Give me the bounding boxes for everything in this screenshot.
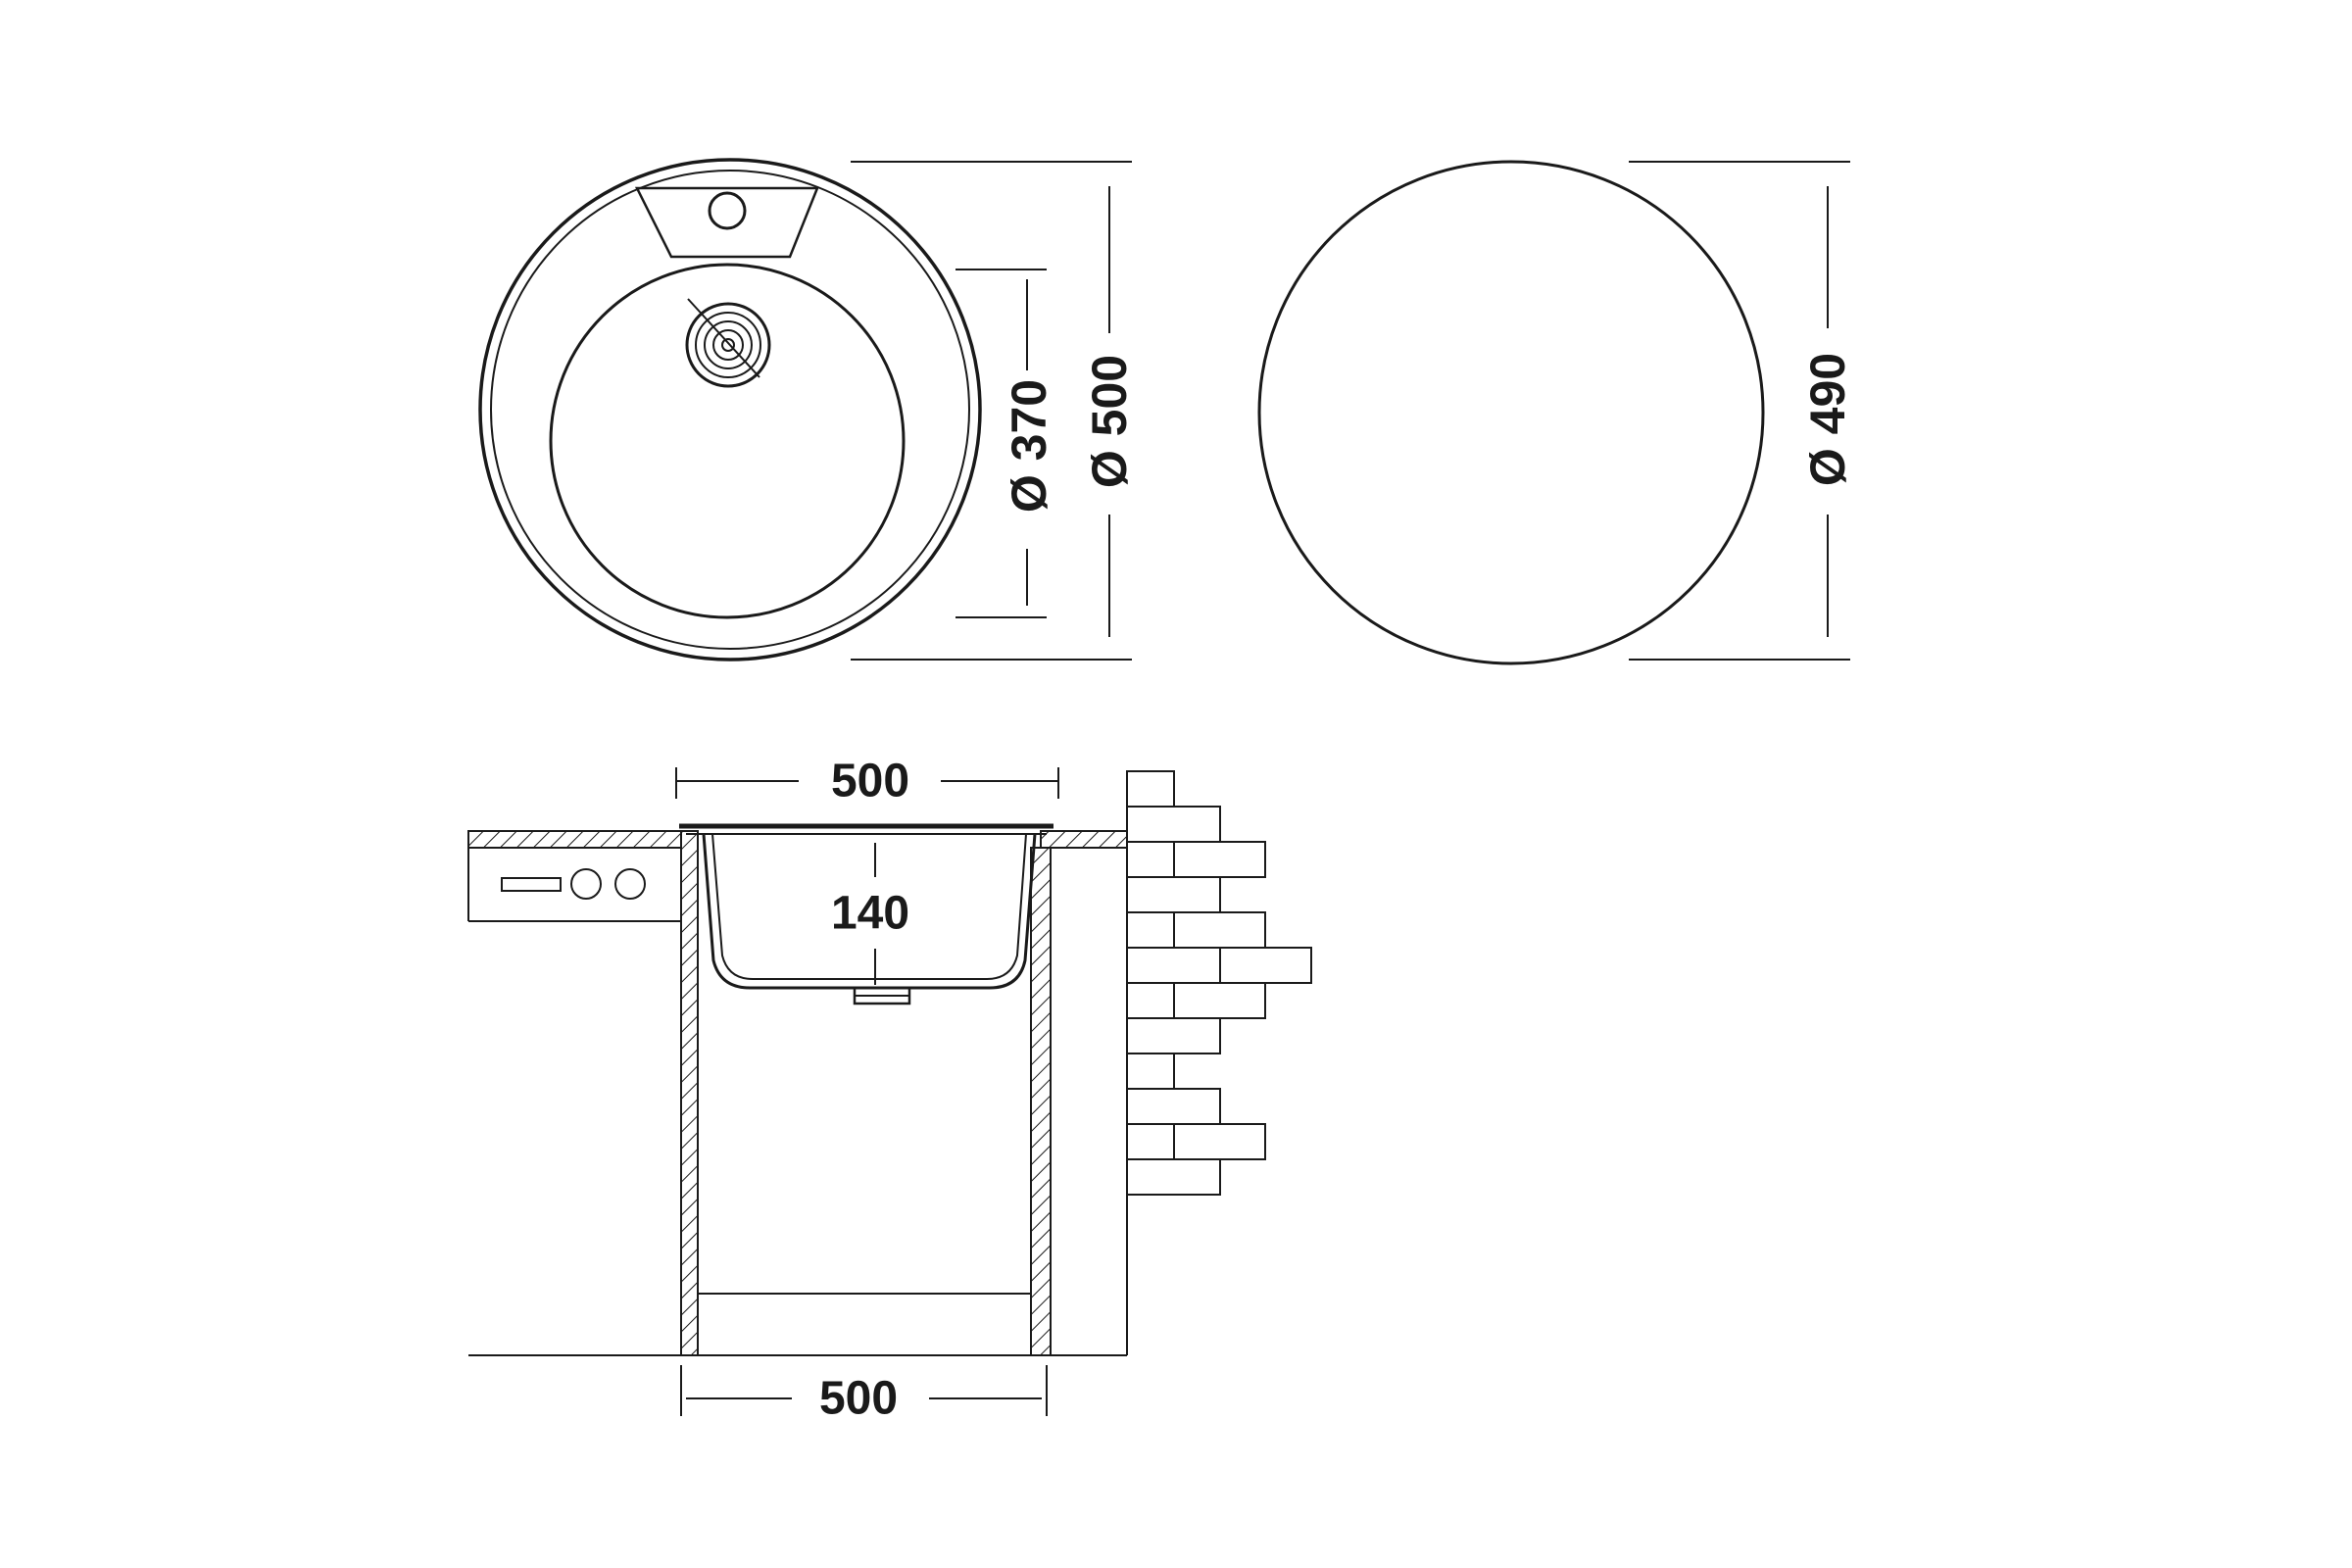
side-view bbox=[467, 767, 1312, 1416]
dimension-cutout-diameter bbox=[1629, 161, 1850, 661]
countertop-right bbox=[1040, 830, 1128, 849]
dimension-outer-diameter bbox=[851, 161, 1132, 661]
cutout-diameter-label: Ø 490 bbox=[1800, 353, 1855, 486]
top-view bbox=[478, 158, 1132, 662]
faucet-platform bbox=[634, 186, 819, 259]
cutout-view bbox=[1257, 160, 1850, 665]
brick-wall bbox=[1126, 770, 1312, 1196]
dimension-cabinet-width bbox=[680, 1365, 1048, 1416]
dimension-top-width bbox=[675, 767, 1059, 799]
appliance-controls bbox=[501, 868, 646, 900]
outer-diameter-label: Ø 500 bbox=[1082, 355, 1137, 488]
bowl-depth-label: 140 bbox=[831, 888, 909, 940]
cabinet-wall-left bbox=[680, 830, 699, 1356]
cabinet-width-label: 500 bbox=[819, 1373, 898, 1425]
sink-inner-rim bbox=[490, 170, 970, 650]
faucet-hole bbox=[708, 191, 747, 230]
knob-icon bbox=[570, 868, 602, 900]
top-width-label: 500 bbox=[831, 756, 909, 808]
countertop-left bbox=[467, 830, 682, 849]
cabinet-wall-right bbox=[1030, 847, 1052, 1356]
bowl-diameter-label: Ø 370 bbox=[1002, 379, 1056, 513]
bowl-outline bbox=[549, 263, 906, 619]
drain-strainer-icon bbox=[685, 298, 771, 388]
sink-outer-rim bbox=[478, 158, 982, 662]
knob-icon bbox=[614, 868, 646, 900]
dimension-bowl-diameter bbox=[956, 269, 1047, 618]
cutout-circle bbox=[1257, 160, 1765, 665]
